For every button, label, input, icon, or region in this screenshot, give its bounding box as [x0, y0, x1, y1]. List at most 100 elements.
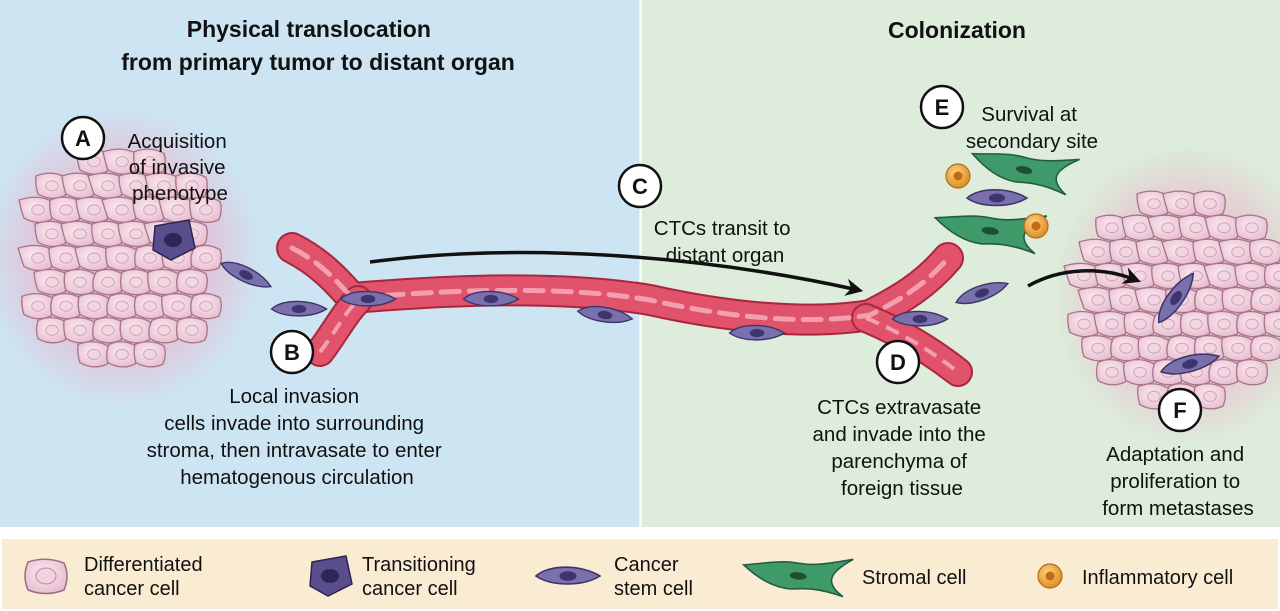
svg-text:B: B	[284, 340, 300, 365]
step-a-badge: A	[60, 115, 106, 161]
secondary-tumor-cell-nucleus	[1147, 294, 1161, 306]
primary-tumor-cell-nucleus	[129, 228, 143, 240]
step-d-badge: D	[875, 339, 921, 385]
secondary-tumor-cell-nucleus	[1091, 294, 1105, 306]
primary-tumor-cell-nucleus	[199, 204, 213, 216]
step-b-caption: Local invasion cells invade into surroun…	[147, 385, 448, 489]
primary-tumor-cell-nucleus	[143, 252, 157, 264]
secondary-tumor-cell-nucleus	[1147, 342, 1161, 354]
legend-stromal-label: Stromal cell	[862, 567, 966, 589]
secondary-tumor-cell-nucleus	[1203, 390, 1217, 402]
secondary-tumor-cell-nucleus	[1231, 246, 1245, 258]
step-b-badge: B	[269, 329, 315, 375]
secondary-tumor-cell-nucleus	[1133, 318, 1147, 330]
primary-tumor-cell-nucleus	[157, 180, 171, 192]
primary-tumor-cell-nucleus	[185, 180, 199, 192]
primary-tumor-cell-nucleus	[115, 204, 129, 216]
primary-tumor-cell-nucleus	[73, 324, 87, 336]
primary-tumor-cell-nucleus	[185, 324, 199, 336]
svg-text:D: D	[890, 350, 906, 375]
secondary-tumor-cell-nucleus	[1147, 390, 1161, 402]
primary-tumor-cell-nucleus	[101, 180, 115, 192]
secondary-tumor-cell-nucleus	[1203, 246, 1217, 258]
secondary-tumor-cell-nucleus	[1175, 246, 1189, 258]
secondary-tumor-cell-nucleus	[1231, 342, 1245, 354]
primary-tumor-cell-nucleus	[129, 276, 143, 288]
primary-tumor-cell-nucleus	[115, 348, 129, 360]
svg-text:F: F	[1173, 398, 1186, 423]
secondary-tumor-cell-nucleus	[1091, 246, 1105, 258]
primary-tumor-cell-nucleus	[143, 300, 157, 312]
secondary-tumor-cell-nucleus	[1175, 198, 1189, 210]
primary-tumor-cell-nucleus	[45, 276, 59, 288]
primary-tumor-cell-nucleus	[87, 300, 101, 312]
secondary-tumor-cell-nucleus	[1203, 342, 1217, 354]
step-e-caption: Survival at secondary site	[966, 103, 1098, 153]
primary-tumor-cell-nucleus	[199, 300, 213, 312]
legend-stem-label: Cancer stem cell	[614, 554, 693, 600]
secondary-tumor-cell-nucleus	[1119, 294, 1133, 306]
secondary-tumor-cell-nucleus	[1231, 294, 1245, 306]
secondary-tumor-cell-nucleus	[1161, 270, 1175, 282]
secondary-tumor-cell-nucleus	[1245, 366, 1259, 378]
secondary-tumor-cell-nucleus	[1161, 318, 1175, 330]
secondary-tumor-cell-nucleus	[1133, 366, 1147, 378]
secondary-tumor-cell-nucleus	[1217, 270, 1231, 282]
primary-tumor-cell-nucleus	[185, 276, 199, 288]
svg-text:E: E	[935, 95, 950, 120]
secondary-tumor-cell-nucleus	[1105, 318, 1119, 330]
secondary-tumor-cell-nucleus	[1119, 342, 1133, 354]
step-c-badge: C	[617, 163, 663, 209]
secondary-tumor-cell-nucleus	[1077, 318, 1091, 330]
step-a-caption: Acquisition of invasive phenotype	[128, 130, 233, 205]
primary-tumor-cell-nucleus	[59, 300, 73, 312]
legend-differentiated-label: Differentiated cancer cell	[84, 554, 208, 600]
secondary-tumor-cell-nucleus	[1203, 294, 1217, 306]
secondary-tumor-cell-nucleus	[1217, 366, 1231, 378]
secondary-tumor-cell-nucleus	[1245, 270, 1259, 282]
step-c-caption: CTCs transit to distant organ	[654, 217, 796, 267]
step-f-badge: F	[1157, 387, 1203, 433]
step-e-badge: E	[919, 84, 965, 130]
primary-tumor-cell-nucleus	[73, 228, 87, 240]
primary-tumor-cell-nucleus	[101, 324, 115, 336]
secondary-tumor-cell-nucleus	[1217, 222, 1231, 234]
secondary-tumor-cell-nucleus	[1259, 342, 1273, 354]
secondary-tumor-cell-nucleus	[1175, 342, 1189, 354]
primary-tumor-cell-nucleus	[59, 252, 73, 264]
primary-tumor-cell-nucleus	[87, 348, 101, 360]
secondary-tumor-cell-nucleus	[1217, 318, 1231, 330]
legend-differentiated-cell-icon	[24, 558, 68, 595]
secondary-tumor-cell-nucleus	[1133, 222, 1147, 234]
secondary-tumor-cell-nucleus	[1161, 222, 1175, 234]
legend: Differentiated cancer cell Transitioning…	[24, 547, 1233, 600]
secondary-tumor-cell-nucleus	[1189, 222, 1203, 234]
primary-tumor-cell-nucleus	[157, 324, 171, 336]
secondary-tumor-cell-nucleus	[1119, 246, 1133, 258]
primary-tumor-cell-nucleus	[31, 300, 45, 312]
primary-tumor-cell-nucleus	[129, 180, 143, 192]
primary-tumor-cell-nucleus	[45, 180, 59, 192]
primary-tumor-cell-nucleus	[171, 300, 185, 312]
primary-tumor-cell-nucleus	[73, 276, 87, 288]
legend-transitioning-label: Transitioning cancer cell	[362, 554, 481, 600]
secondary-tumor-cell-nucleus	[1245, 318, 1259, 330]
primary-tumor-cell-nucleus	[45, 228, 59, 240]
primary-tumor-cell-nucleus	[59, 204, 73, 216]
primary-tumor-cell-nucleus	[157, 276, 171, 288]
inflammatory-cell-1	[945, 163, 971, 189]
secondary-tumor-cell-nucleus	[1203, 198, 1217, 210]
primary-tumor-cell-nucleus	[143, 204, 157, 216]
primary-tumor-cell-nucleus	[87, 204, 101, 216]
primary-tumor-cell-nucleus	[31, 252, 45, 264]
secondary-tumor-cell-nucleus	[1105, 222, 1119, 234]
secondary-tumor-cell-nucleus	[1259, 294, 1273, 306]
step-d-caption: CTCs extravasate and invade into the par…	[813, 396, 992, 500]
left-panel-title: Physical translocation from primary tumo…	[121, 16, 515, 75]
primary-tumor-cell-nucleus	[115, 252, 129, 264]
transit-arrow	[369, 250, 864, 296]
primary-tumor-cell-nucleus	[199, 252, 213, 264]
secondary-tumor-cell-nucleus	[1259, 246, 1273, 258]
step-f-caption: Adaptation and proliferation to form met…	[1102, 443, 1254, 520]
